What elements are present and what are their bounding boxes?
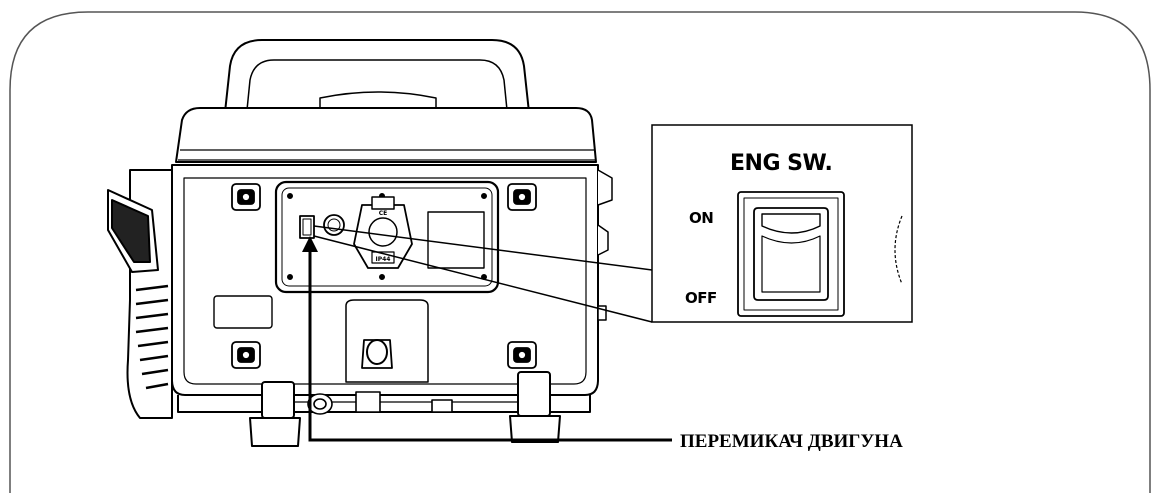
off-label: OFF (685, 289, 717, 307)
generator-illustration: CE IP44 (107, 39, 613, 447)
outer-frame (9, 11, 1151, 493)
top-cover (175, 107, 597, 163)
engine-switch-callout: ENG SW. ON OFF (651, 124, 913, 323)
engine-side (107, 169, 173, 419)
power-socket-icon: CE IP44 (353, 196, 413, 269)
circuit-breaker-icon (323, 214, 345, 236)
on-label: ON (689, 209, 713, 227)
mounting-bolts (231, 183, 537, 369)
pointer-lines (302, 225, 672, 442)
callout-title: ENG SW. (730, 151, 832, 176)
rubber-feet (249, 371, 561, 447)
dial-edge-icon (894, 215, 903, 285)
rocker-switch-icon (737, 191, 845, 317)
control-panel: CE IP44 (274, 180, 500, 294)
socket-bottom-mark: IP44 (376, 256, 391, 263)
base-frame (177, 395, 591, 413)
label-plate (427, 211, 485, 269)
socket-top-mark: CE (379, 210, 388, 217)
engine-switch-label: ПЕРЕМИКАЧ ДВИГУНА (680, 431, 903, 452)
